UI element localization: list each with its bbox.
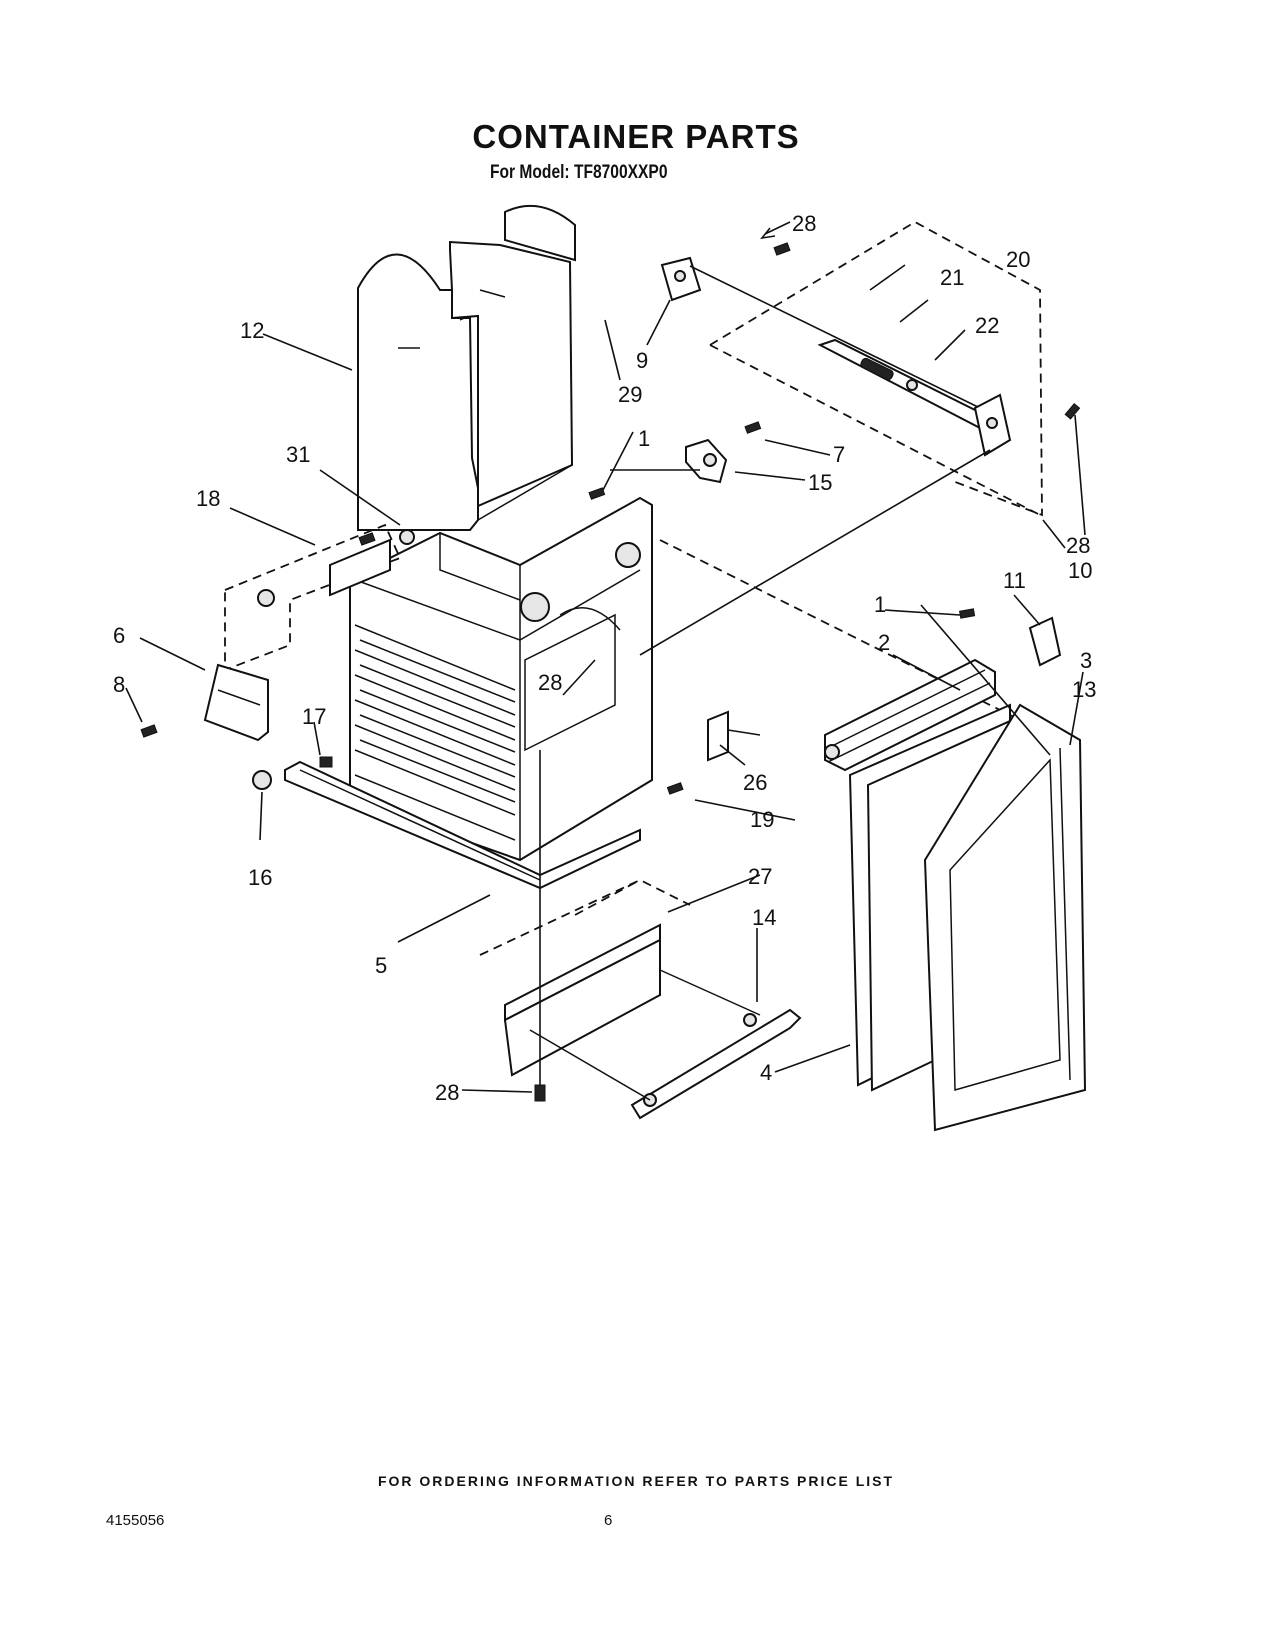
label-part-27: 27: [748, 864, 772, 889]
label-part-4: 4: [760, 1060, 772, 1085]
base-rail: [284, 760, 641, 890]
label-part-21: 21: [940, 265, 964, 290]
door-handle-rail-2: [824, 658, 996, 772]
label-part-28d: 28: [435, 1080, 459, 1105]
label-part-1b: 1: [874, 592, 886, 617]
callout-leaders: [125, 221, 1086, 1093]
label-part-28: 28: [792, 211, 816, 236]
label-part-13: 13: [1072, 677, 1096, 702]
assembly-line-1: [659, 539, 1041, 731]
label-part-1: 1: [638, 426, 650, 451]
label-part-10: 10: [1068, 558, 1092, 583]
label-part-15: 15: [808, 470, 832, 495]
clip-26-line: [727, 729, 761, 736]
label-part-16: 16: [248, 865, 272, 890]
clip-17: [319, 756, 333, 768]
label-part-22: 22: [975, 313, 999, 338]
knob-16: [252, 770, 272, 790]
part-number-labels: 28 20 21 22 12 9 29 1 7 15 31 18 28 10 1…: [113, 211, 1096, 1105]
label-part-8: 8: [113, 672, 125, 697]
ordering-note: FOR ORDERING INFORMATION REFER TO PARTS …: [377, 1473, 895, 1489]
page-title: CONTAINER PARTS: [472, 118, 800, 155]
label-part-5: 5: [375, 953, 387, 978]
door-latch-11: [959, 608, 1062, 667]
screw-28-bottom: [534, 1084, 546, 1102]
label-part-29: 29: [618, 382, 642, 407]
label-part-20: 20: [1006, 247, 1030, 272]
page-number: 6: [604, 1512, 613, 1529]
clip-26: [707, 710, 729, 762]
label-part-26: 26: [743, 770, 767, 795]
liner-back: [449, 204, 576, 508]
label-part-2: 2: [878, 630, 890, 655]
label-part-19: 19: [750, 807, 774, 832]
assembly-line-2: [639, 449, 991, 656]
label-part-12: 12: [240, 318, 264, 343]
label-part-17: 17: [302, 704, 326, 729]
top-hinge-assembly: [660, 220, 1081, 517]
hinge-bracket-15: [588, 421, 762, 500]
model-subtitle: For Model: TF8700XXP0: [490, 162, 668, 183]
label-part-18: 18: [196, 486, 220, 511]
label-part-7: 7: [833, 442, 845, 467]
label-part-14: 14: [752, 905, 776, 930]
label-part-9: 9: [636, 348, 648, 373]
screw-19: [666, 782, 684, 795]
left-bracket-6: [140, 663, 269, 742]
container-body: [349, 496, 653, 862]
label-part-28b: 28: [1066, 533, 1090, 558]
label-part-3: 3: [1080, 648, 1092, 673]
label-part-11: 11: [1003, 568, 1026, 593]
drawer-front-27: [479, 879, 802, 1120]
document-number: 4155056: [106, 1512, 165, 1529]
label-part-31: 31: [286, 442, 310, 467]
door-frame-13: [923, 703, 1087, 1132]
label-part-6: 6: [113, 623, 125, 648]
label-part-28c: 28: [538, 670, 562, 695]
